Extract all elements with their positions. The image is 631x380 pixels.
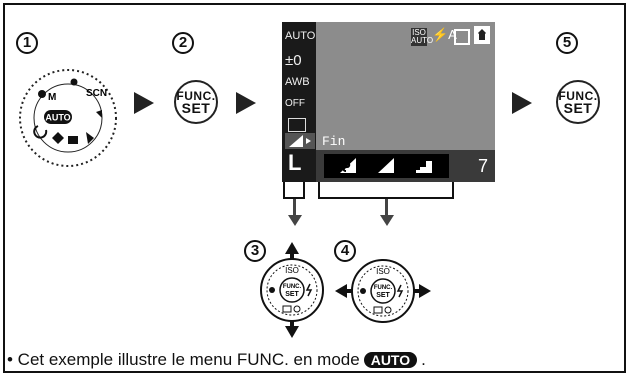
lcd-lock-icon xyxy=(474,26,490,44)
lcd-quality-selected-icon xyxy=(285,133,315,149)
caption-suffix: . xyxy=(421,350,426,369)
step-number-2: 2 xyxy=(172,32,194,54)
lcd-shots-remaining: 7 xyxy=(478,156,489,176)
lcd-flash-auto-icon: ⚡A xyxy=(432,27,457,42)
step-number-5: 5 xyxy=(556,32,578,54)
lcd-mode-auto: AUTO xyxy=(285,30,316,42)
right-bracket xyxy=(318,182,454,199)
func-set-button-confirm[interactable]: FUNC. SET xyxy=(556,80,600,124)
lcd-fin-label: Fin xyxy=(322,134,346,149)
fine-icon[interactable] xyxy=(376,157,398,174)
set-label-2: SET xyxy=(563,100,593,116)
left-bracket xyxy=(283,182,305,199)
lcd-my-colors-off: OFF xyxy=(285,98,305,109)
controller-func-label: FUNC. xyxy=(283,284,302,290)
manual-frame xyxy=(3,3,626,373)
controller2-iso-label: ISO xyxy=(376,267,390,276)
set-label: SET xyxy=(181,100,211,116)
lcd-iso-auto-icon: ISO AUTO xyxy=(411,28,434,46)
caption-text: • Cet exemple illustre le menu FUNC. en … xyxy=(7,350,426,370)
controller-left-right-icon[interactable]: FUNC. SET ISO xyxy=(333,258,433,328)
down-arrow-right-head xyxy=(380,215,394,226)
step-number-4: 4 xyxy=(334,240,356,262)
lcd-white-balance: AWB xyxy=(285,76,310,88)
controller2-set-label: SET xyxy=(376,292,390,299)
step-number-3: 3 xyxy=(244,240,266,262)
controller2-func-label: FUNC. xyxy=(374,285,393,291)
quality-options-strip xyxy=(324,154,449,178)
step-number-1: 1 xyxy=(16,32,38,54)
lcd-screen: AUTO ±0 AWB OFF L ISO AUTO ⚡A Fin 7 xyxy=(282,22,495,182)
lcd-left-menu xyxy=(282,22,316,182)
down-arrow-right-shaft xyxy=(385,199,388,217)
normal-icon[interactable] xyxy=(414,157,436,174)
lcd-resolution-large: L xyxy=(288,150,302,175)
dial-center-label: AUTO xyxy=(45,113,70,123)
controller-set-label: SET xyxy=(285,291,299,298)
controller-up-down-icon[interactable]: FUNC. SET ISO xyxy=(255,240,329,340)
down-arrow-left-head xyxy=(288,215,302,226)
superfine-icon[interactable] xyxy=(338,157,360,174)
func-label-2: FUNC. xyxy=(558,89,598,103)
lcd-drive-single-icon xyxy=(454,29,470,45)
caption-prefix: • Cet exemple illustre le menu FUNC. en … xyxy=(7,350,360,369)
arrow-right-3 xyxy=(512,92,532,114)
dial-m-label: M xyxy=(48,92,56,103)
dial-scn-label: SCN xyxy=(86,88,107,99)
func-label: FUNC. xyxy=(176,89,216,103)
arrow-right-1 xyxy=(134,92,154,114)
func-set-button[interactable]: FUNC. SET xyxy=(174,80,218,124)
mode-dial-icon[interactable]: AUTO SCN M xyxy=(12,62,124,174)
arrow-right-2 xyxy=(236,92,256,114)
controller-iso-label: ISO xyxy=(285,266,299,275)
lcd-exposure-comp: ±0 xyxy=(285,52,302,69)
down-arrow-left-shaft xyxy=(293,199,296,217)
lcd-metering-icon xyxy=(288,118,306,132)
auto-mode-badge: AUTO xyxy=(363,352,418,368)
